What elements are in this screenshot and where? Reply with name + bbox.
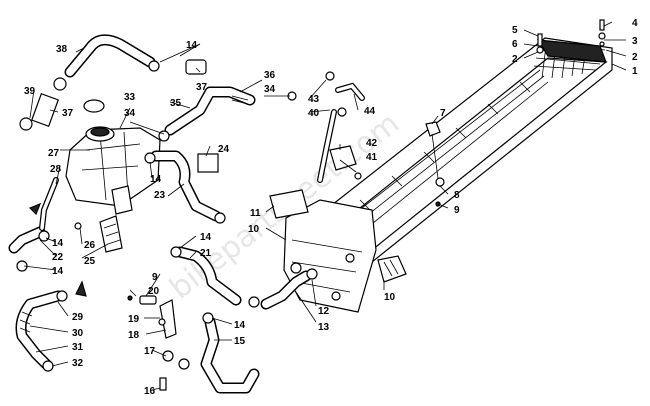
callout-numbers: 1 2 3 4 5 6 2 7 8 9 11 10 10 12 13 14 37… <box>24 18 638 397</box>
callout-22: 22 <box>52 252 64 263</box>
hose-37-39 <box>19 59 207 131</box>
tank-cap <box>83 99 105 113</box>
callout-3: 3 <box>632 36 638 47</box>
tunnel-bracket <box>283 199 377 313</box>
callout-14: 14 <box>200 232 212 243</box>
callout-2: 2 <box>512 54 518 65</box>
callout-16: 16 <box>144 386 156 397</box>
hose-35-36 <box>164 86 256 136</box>
callout-1: 1 <box>632 66 638 77</box>
callout-32: 32 <box>72 358 84 369</box>
callout-34: 34 <box>124 108 136 119</box>
callout-38: 38 <box>56 44 68 55</box>
callout-21: 21 <box>200 248 212 259</box>
callout-28: 28 <box>50 164 62 175</box>
callout-14: 14 <box>52 266 64 277</box>
callout-17: 17 <box>144 346 156 357</box>
callout-27: 27 <box>48 148 60 159</box>
callout-35: 35 <box>170 98 182 109</box>
callout-12: 12 <box>318 306 330 317</box>
coolant-tank <box>65 126 161 215</box>
callout-40: 40 <box>308 108 320 119</box>
callout-10: 10 <box>248 224 260 235</box>
callout-5: 5 <box>512 25 518 36</box>
callout-26: 26 <box>84 240 96 251</box>
callout-9: 9 <box>152 272 158 283</box>
callout-42: 42 <box>366 138 378 149</box>
hose-22 <box>8 226 46 254</box>
callout-4: 4 <box>632 18 638 29</box>
foam-pad <box>269 189 309 219</box>
callout-14: 14 <box>234 320 246 331</box>
leader-lines <box>23 21 627 391</box>
hose-21 <box>174 246 242 306</box>
hose-15 <box>200 316 260 394</box>
hose-40 <box>317 109 337 183</box>
callout-41: 41 <box>366 152 378 163</box>
callout-15: 15 <box>234 336 246 347</box>
callout-37: 37 <box>62 108 74 119</box>
callout-33: 33 <box>124 92 136 103</box>
callout-44: 44 <box>364 106 376 117</box>
hose-clamps <box>16 60 347 372</box>
callout-39: 39 <box>24 86 36 97</box>
callout-14: 14 <box>150 174 162 185</box>
callout-7: 7 <box>440 108 446 119</box>
right-bracket-plate <box>377 255 407 283</box>
small-hardware <box>74 222 190 391</box>
callout-37: 37 <box>196 82 208 93</box>
callout-34: 34 <box>264 84 276 95</box>
callout-8: 8 <box>454 190 460 201</box>
hose-13 <box>260 270 312 310</box>
callout-36: 36 <box>264 70 276 81</box>
temperature-sensor <box>425 121 445 207</box>
callout-20: 20 <box>148 286 160 297</box>
callout-2: 2 <box>632 52 638 63</box>
callout-25: 25 <box>84 256 96 267</box>
direction-arrows <box>28 202 87 297</box>
hose-28 <box>39 177 59 231</box>
callout-43: 43 <box>308 94 320 105</box>
callout-31: 31 <box>72 342 84 353</box>
top-fasteners <box>536 19 606 54</box>
callout-13: 13 <box>318 322 330 333</box>
hose-bracket <box>329 145 362 180</box>
callout-23: 23 <box>154 190 166 201</box>
hose-44 <box>335 82 365 101</box>
callout-6: 6 <box>512 39 518 50</box>
heat-exchanger <box>299 37 613 273</box>
hose-29-31 <box>15 290 64 370</box>
callout-14: 14 <box>186 40 198 51</box>
spring-coil <box>197 153 219 173</box>
tank-bracket <box>99 215 123 253</box>
hose-23 <box>150 150 222 222</box>
hose-38 <box>64 34 156 78</box>
callout-10: 10 <box>384 292 396 303</box>
callout-24: 24 <box>218 144 230 155</box>
callout-29: 29 <box>72 312 84 323</box>
callout-14: 14 <box>52 238 64 249</box>
callout-19: 19 <box>128 314 140 325</box>
callout-11: 11 <box>250 208 261 219</box>
callout-9: 9 <box>454 205 460 216</box>
callout-18: 18 <box>128 330 140 341</box>
callout-30: 30 <box>72 328 84 339</box>
